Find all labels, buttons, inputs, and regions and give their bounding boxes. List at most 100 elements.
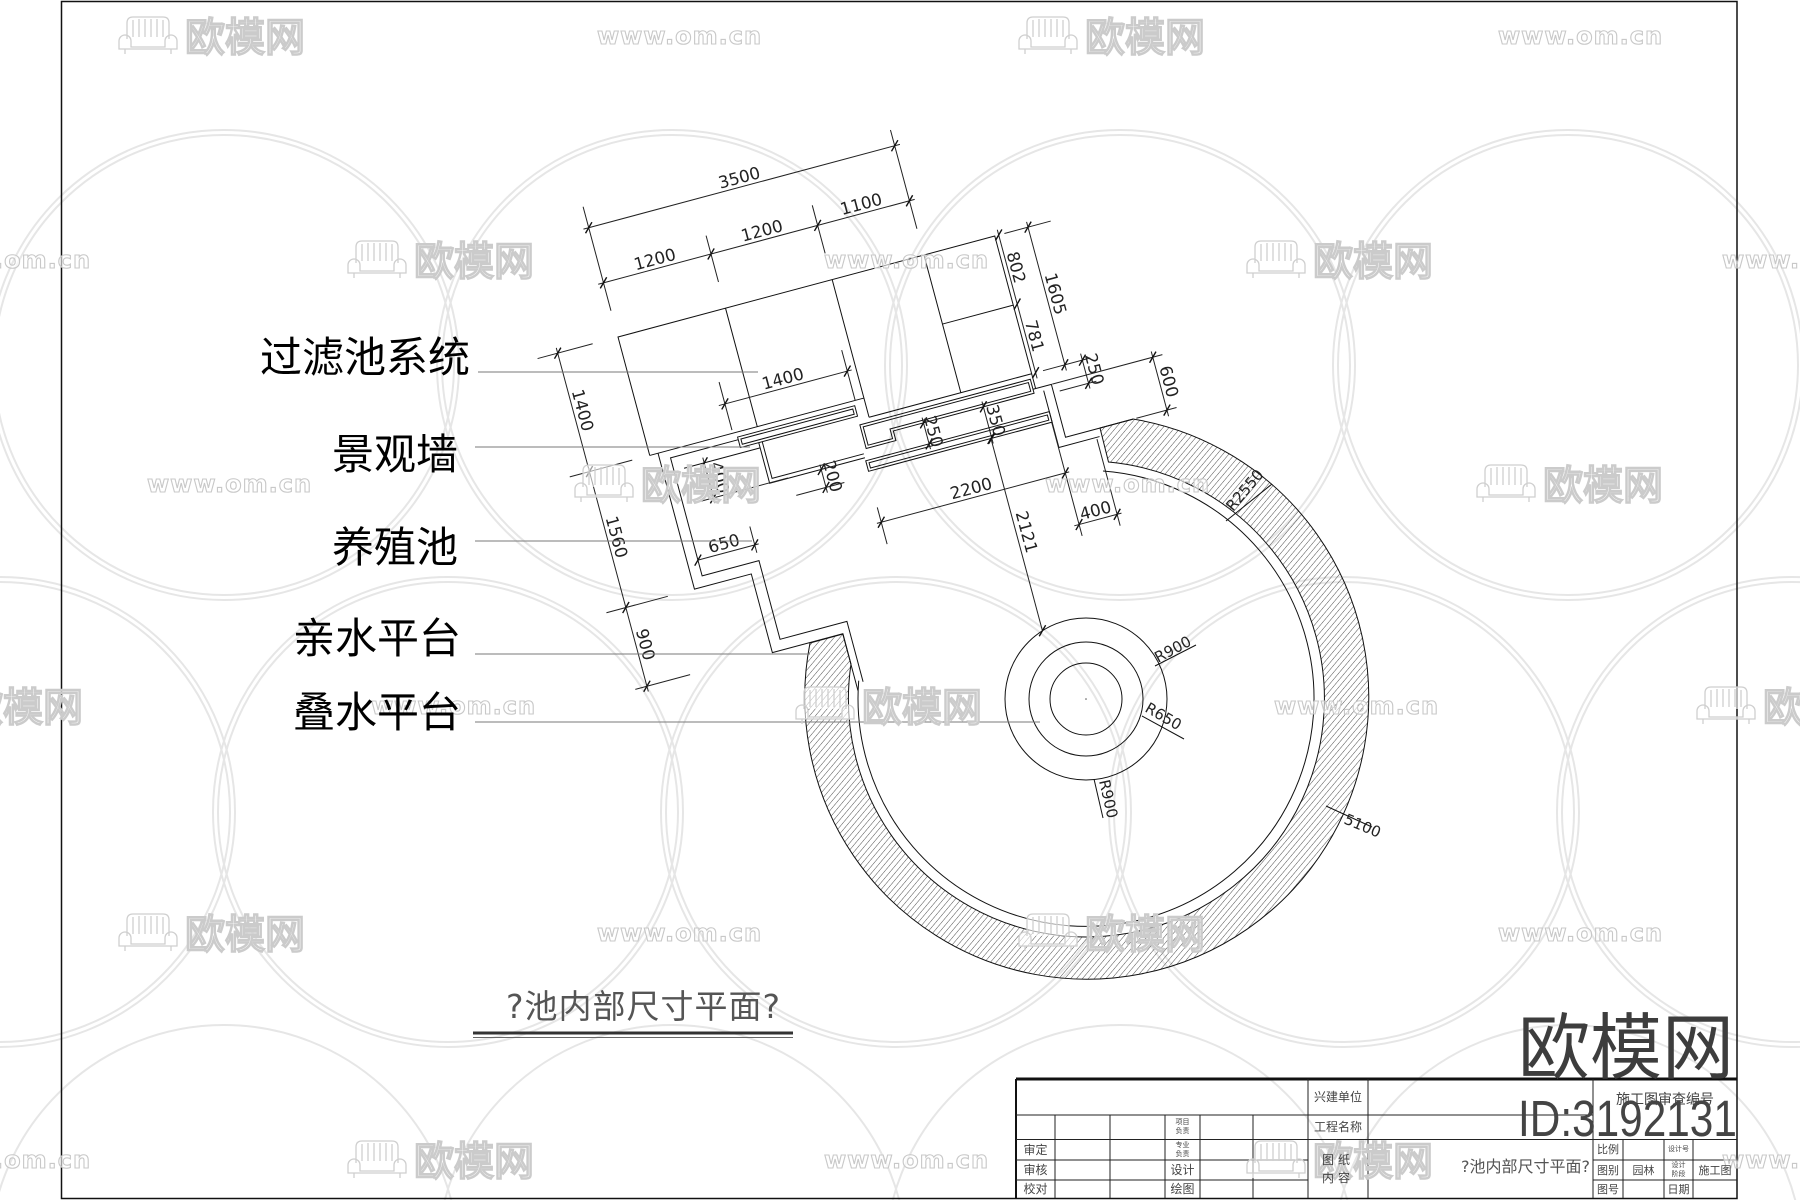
fountain-radius-outer-label: R900 <box>1151 632 1194 666</box>
right-wall-outer <box>1033 366 1133 442</box>
right-wall-inner <box>1044 380 1100 448</box>
scale-label: 比例 <box>1597 1143 1619 1156</box>
watermark-logo-text: 欧模网 <box>185 15 305 61</box>
sofa-icon <box>1018 16 1078 54</box>
dim-1560: 1560 <box>602 514 632 560</box>
fountain-circle-inner <box>1049 662 1123 736</box>
watermark-logo: 欧模网 <box>795 684 983 732</box>
project-lead-line2: 负责 <box>1175 1127 1190 1135</box>
watermark-url: www.om.cn <box>824 246 989 274</box>
designed-label: 设计 <box>1170 1163 1195 1177</box>
fountain-radius-inner-label: R900 <box>1095 778 1121 820</box>
dim-left-1400: 1400 <box>568 387 598 433</box>
drawing-content-line1: 图纸 <box>1321 1152 1354 1167</box>
design-stage-line1: 设计 <box>1671 1161 1686 1169</box>
checked-label: 校对 <box>1023 1182 1048 1196</box>
dim-3500: 3500 <box>716 162 762 192</box>
reviewed-label: 审核 <box>1023 1163 1048 1177</box>
watermark-layer: 欧模网 欧模网 欧模网 欧模网 欧模网 欧模网 <box>0 14 1800 1186</box>
sheet-border <box>60 0 1738 1200</box>
watermark-logo: 欧模网 <box>118 911 306 959</box>
dim-350: 350 <box>982 402 1010 438</box>
watermark-url: www.om.cn <box>1722 1146 1800 1174</box>
project-name-label: 工程名称 <box>1313 1120 1362 1134</box>
watermark-logo-text: 欧模网 <box>1313 239 1433 285</box>
watermark-logo: 欧模网 <box>1246 1138 1434 1186</box>
watermark-logo-text: 欧模网 <box>185 912 305 958</box>
design-stage-label: 设计 阶段 <box>1664 1160 1693 1180</box>
dim-1100: 1100 <box>838 189 884 219</box>
design-stage-value: 施工图 <box>1698 1163 1732 1177</box>
landscape-wall-a <box>738 406 858 448</box>
drawing-content-label: 图纸 内容 <box>1308 1139 1368 1198</box>
dim-250-right: 250 <box>1081 351 1109 387</box>
watermark-logo-text: 欧模网 <box>1085 912 1205 958</box>
watermark-url: www.om.cn <box>1274 692 1439 720</box>
watermark-logo: 欧模网 <box>1696 684 1800 732</box>
sofa-icon <box>118 16 178 54</box>
sofa-icon <box>1696 686 1756 724</box>
inner-ring-line <box>857 470 1315 927</box>
drawing-content-line2: 内容 <box>1321 1170 1354 1185</box>
ring-diameter-label: 5100 <box>1341 810 1383 841</box>
review-number-label: 施工图审查编号 <box>1616 1092 1714 1108</box>
sofa-icon <box>347 1140 407 1178</box>
pool-plan: 3500 1200 1200 1100 1400 650 2200 400 14… <box>503 69 1183 748</box>
watermark-logo: 欧模网 <box>1018 14 1206 62</box>
watermark-logo-text: 欧模网 <box>862 685 982 731</box>
fountain-radius-mid-label: R650 <box>1142 699 1185 734</box>
sofa-icon <box>1476 464 1536 502</box>
label-filter-system: 过滤池系统 <box>259 333 470 382</box>
design-stage-line2: 阶段 <box>1671 1170 1686 1178</box>
date-label: 日期 <box>1667 1182 1690 1196</box>
watermark-logo: 欧模网 <box>347 238 535 286</box>
overlay-id-watermark: ID:3192131 <box>1518 1090 1737 1147</box>
fountain-circle-mid <box>1028 641 1144 757</box>
watermark-url: www.om.cn <box>597 919 762 947</box>
overlay-brand-watermark: 欧模网 <box>1518 1006 1735 1090</box>
sofa-icon <box>574 464 634 502</box>
watermark-logo: 欧模网 <box>347 1138 535 1186</box>
watermark-logo-text: 欧模网 <box>1313 1139 1433 1185</box>
watermark-arcs <box>0 129 1800 1200</box>
watermark-logo: 欧模网 <box>1018 911 1206 959</box>
label-cascade-platform: 叠水平台 <box>292 688 461 737</box>
project-lead-label: 项目 负责 <box>1165 1115 1200 1139</box>
filter-pool-outline <box>618 236 1036 489</box>
project-lead-line1: 项目 <box>1175 1118 1190 1126</box>
watermark-logo-text: 欧模网 <box>414 1139 534 1185</box>
dim-1200-b: 1200 <box>739 215 785 245</box>
watermark-url: www.om.cn <box>1498 22 1663 50</box>
sofa-icon <box>118 913 178 951</box>
discipline-lead-line2: 负责 <box>1175 1149 1190 1158</box>
watermark-logo: 欧模网 <box>1476 462 1664 510</box>
watermark-url: www.om.cn <box>597 22 762 50</box>
watermark-url: www.om.cn <box>1722 246 1800 274</box>
title-block-drawing-title: ?池内部尺寸平面? <box>1461 1156 1590 1176</box>
discipline-lead-label: 专业 负责 <box>1165 1139 1200 1160</box>
dim-2200: 2200 <box>948 473 994 503</box>
breeding-pool-inner-line <box>684 448 760 468</box>
sofa-icon <box>795 686 855 724</box>
watermark-logo: 欧模网 <box>118 14 306 62</box>
watermark-url: www.om.cn <box>371 692 536 720</box>
drawn-label: 绘图 <box>1170 1182 1195 1196</box>
label-waterfront-platform: 亲水平台 <box>292 614 461 663</box>
title-block-grid <box>1015 1077 1737 1198</box>
sofa-icon <box>347 240 407 278</box>
watermark-logo: 欧模网 <box>0 684 84 731</box>
design-no-label: 设计号 <box>1668 1145 1689 1153</box>
plan-title-underline <box>473 1031 793 1038</box>
dim-250-mid: 250 <box>920 413 948 449</box>
watermark-logo-text: 欧模网 <box>0 685 83 731</box>
dim-1605: 1605 <box>1041 271 1071 317</box>
label-leaders <box>475 371 1040 723</box>
watermark-logo-text: 欧模网 <box>1085 15 1205 61</box>
watermark-url: www.om.cn <box>824 1146 989 1174</box>
sofa-icon <box>1246 240 1306 278</box>
drawing-no-label: 图号 <box>1597 1182 1619 1196</box>
dim-400-right: 400 <box>1077 496 1113 524</box>
watermark-logo-text: 欧模网 <box>1763 685 1800 731</box>
dim-900: 900 <box>632 626 660 662</box>
